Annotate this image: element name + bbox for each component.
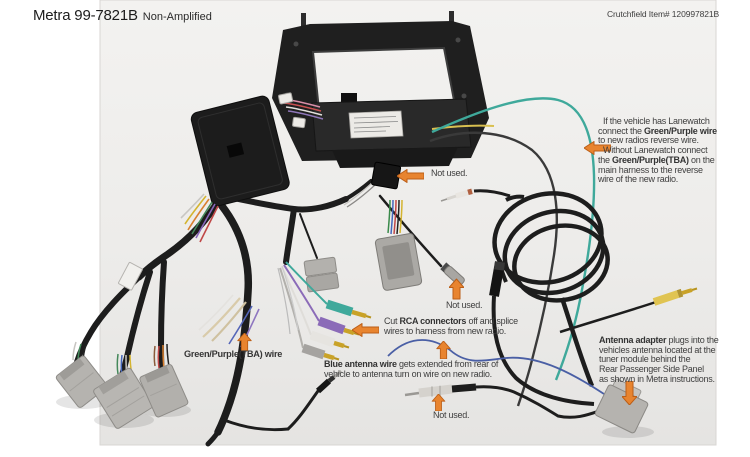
radio-label — [348, 110, 404, 139]
note-not-used-top: Not used. — [431, 168, 468, 178]
arrow-shape — [436, 341, 451, 359]
mini-jack-plug — [315, 369, 342, 394]
orange-arrow-left-icon — [352, 323, 379, 337]
arrow-shape — [584, 141, 611, 155]
text-run: Green/Purple(TBA) — [612, 154, 689, 165]
not-used-silver-connector — [440, 262, 465, 286]
vehicle-harness-plugs — [55, 261, 191, 429]
white-rca — [309, 330, 336, 348]
product-title: Metra 99-7821B — [33, 7, 138, 24]
radio-chassis — [311, 93, 495, 168]
metra-interface-box — [190, 95, 290, 207]
main-harness — [74, 179, 443, 447]
note-line: If the vehicle has Lanewatch — [603, 116, 710, 126]
hanging-gray-connector — [303, 256, 340, 293]
note-line: as shown in Metra instructions. — [599, 373, 715, 384]
text-run: on the — [688, 154, 715, 165]
arrow-shape — [352, 323, 379, 337]
antenna-adapter-cables — [387, 297, 605, 395]
white-connector — [278, 92, 294, 105]
gray-plug-2 — [93, 367, 154, 429]
text-run: off and splice — [466, 316, 518, 326]
page-title: Metra 99-7821B Non-Amplified — [33, 7, 212, 25]
orange-arrow-left-icon — [584, 141, 611, 155]
text-run: plugs into the — [666, 335, 719, 345]
gray-plug-1 — [55, 355, 108, 408]
item-number: Crutchfield Item# 120997821B — [607, 9, 720, 19]
note-line: to new radios reverse wire. — [598, 135, 699, 146]
note-line: Rear Passenger Side Panel — [599, 364, 704, 375]
note-line: Cut RCA connectors off and splice — [384, 316, 518, 327]
white-connector — [292, 116, 306, 129]
not-used-black-connector — [343, 161, 402, 208]
product-subtitle: Non-Amplified — [142, 11, 212, 23]
note-antenna-adapter: Antenna adapter plugs into the vehicles … — [599, 335, 729, 385]
note-line: Without Lanewatch connect — [603, 145, 708, 156]
green-purple-lanewatch-wire — [431, 97, 596, 381]
antenna-barrel-adapter — [404, 383, 603, 419]
orange-arrow-up-icon — [449, 278, 464, 300]
note-lanewatch: If the vehicle has Lanewatch connect the… — [598, 116, 722, 185]
note-line: vehicles antenna located at the — [599, 344, 716, 355]
text-run: connect the — [598, 125, 645, 136]
arrow-shape — [622, 381, 637, 405]
note-green-purple-wire: Green/Purple(TBA) wire — [184, 349, 283, 359]
text-run: Antenna adapter — [599, 335, 667, 345]
arrow-shape — [237, 333, 252, 351]
antenna-extension-cable — [440, 188, 610, 406]
orange-arrow-down-icon — [622, 381, 637, 405]
dark-wire — [429, 131, 558, 407]
car-side-connector — [374, 199, 423, 291]
text-run: RCA connectors — [399, 316, 467, 326]
orange-arrow-left-icon — [397, 169, 424, 183]
rca-connectors — [277, 261, 372, 361]
box-exit-wires — [180, 193, 219, 243]
purple-rca — [317, 316, 346, 335]
orange-arrow-up-icon — [237, 333, 252, 351]
orange-arrow-up-icon — [436, 341, 451, 359]
teal-rca — [325, 299, 354, 317]
arrow-shape — [397, 169, 424, 183]
arrow-shape — [431, 394, 446, 411]
note-cut-rca: Cut RCA connectors off and splice wires … — [384, 316, 518, 336]
blue-antenna-wire — [387, 339, 605, 395]
gray-rca — [301, 343, 326, 360]
orange-arrow-up-icon — [431, 394, 446, 411]
text-run: Cut — [384, 316, 400, 326]
note-blue-antenna-wire: Blue antenna wire gets extended from rea… — [324, 359, 499, 379]
arrow-shape — [449, 278, 464, 300]
text-run: Blue antenna wire — [324, 359, 397, 369]
note-line: the Green/Purple(TBA) on the — [598, 154, 722, 166]
note-line: wires to harness from new radio. — [384, 325, 507, 336]
note-line: vehicle to antenna turn on wire on new r… — [324, 368, 492, 379]
note-not-used-mid: Not used. — [446, 300, 483, 310]
text-run: gets extended from rear of — [396, 359, 499, 369]
gray-plug-3 — [139, 363, 189, 418]
text-run: Green/Purple wire — [644, 125, 717, 136]
note-line: connect the Green/Purple wire — [598, 125, 722, 137]
note-line: Antenna adapter plugs into the — [599, 335, 729, 346]
note-line: wire of the new radio. — [598, 174, 679, 185]
text-run: the — [598, 154, 613, 165]
note-line: tuner module behind the — [599, 354, 691, 365]
note-line: Blue antenna wire gets extended from rea… — [324, 359, 499, 370]
note-line: main harness to the reverse — [598, 164, 703, 175]
note-not-used-bottom: Not used. — [433, 410, 470, 420]
cable-label — [118, 261, 143, 291]
